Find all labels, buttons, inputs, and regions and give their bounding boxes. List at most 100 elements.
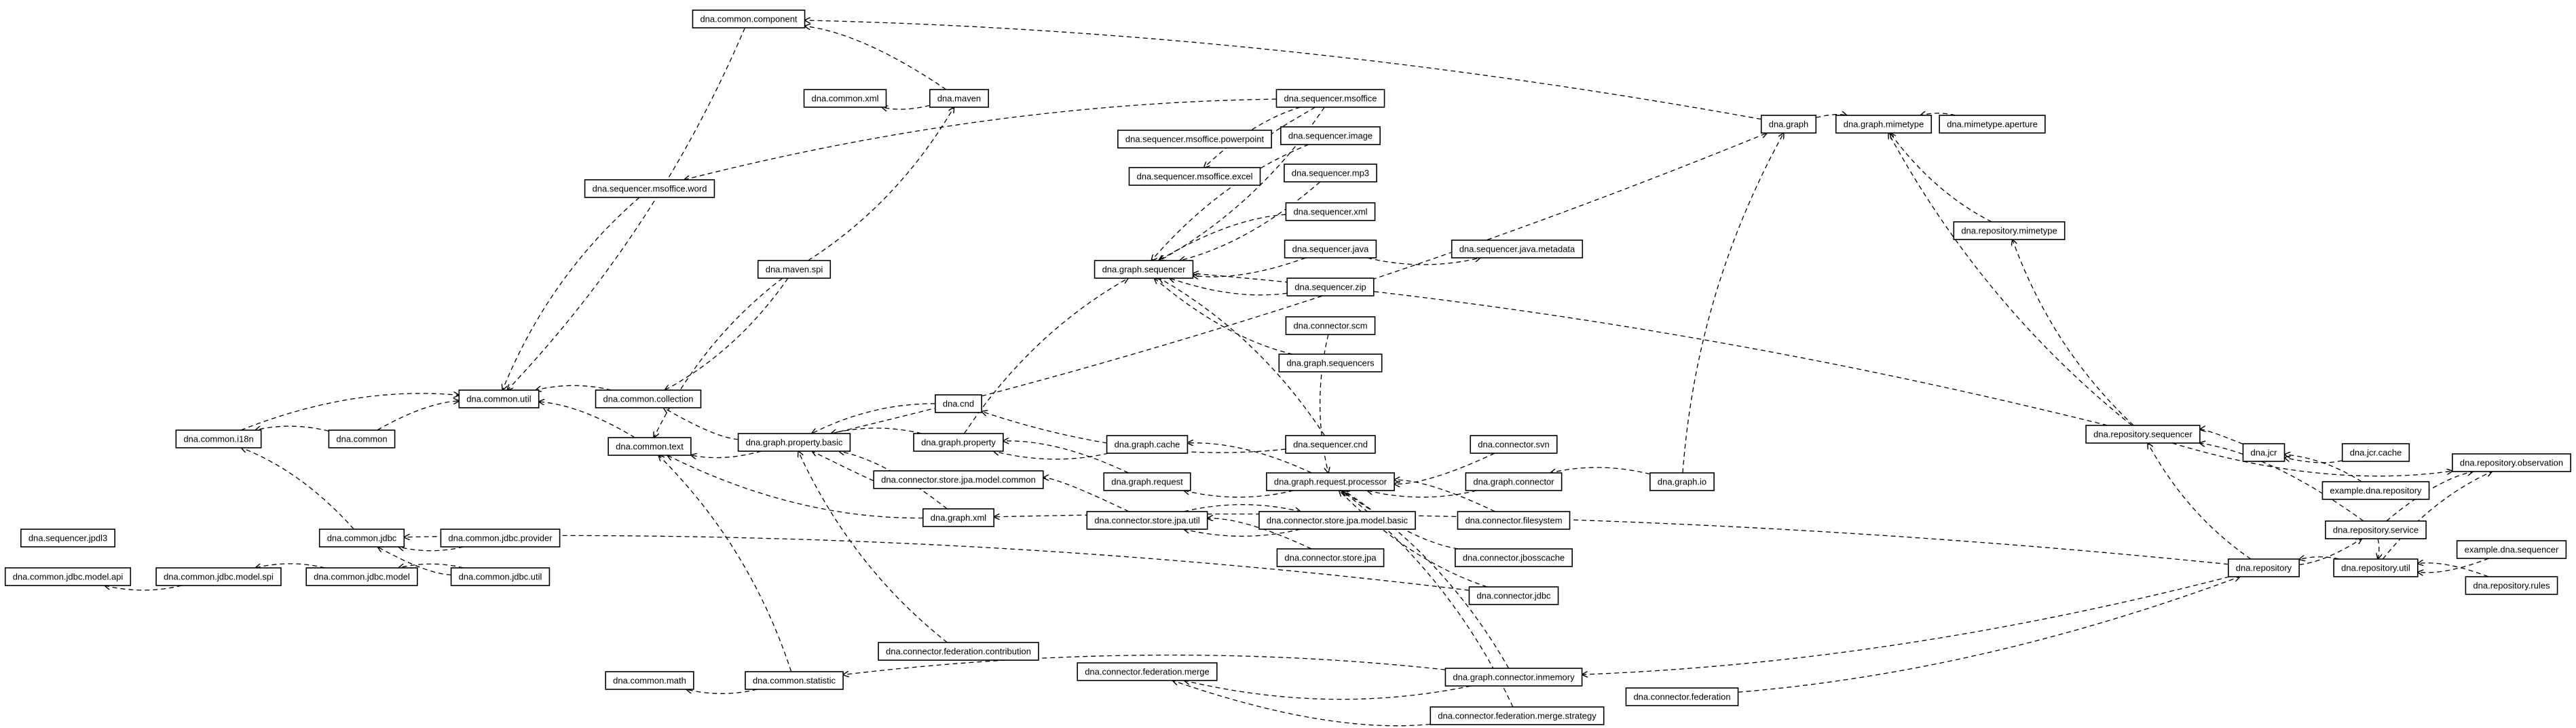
dependency-edge	[1367, 491, 1477, 498]
dependency-edge	[691, 451, 762, 458]
dependency-edge-group	[1159, 278, 1326, 436]
package-node: dna.common.math	[605, 671, 694, 690]
dependency-edge	[805, 20, 1761, 120]
package-node: dna.sequencer.zip	[1286, 277, 1375, 296]
dependency-edge-group	[2382, 472, 2492, 560]
dependency-edge-group	[1184, 681, 1472, 700]
package-node-label: dna.repository	[2236, 563, 2292, 573]
dependency-edge	[664, 408, 739, 440]
package-node-box	[1285, 435, 1376, 454]
package-node-label: dna.common.collection	[603, 394, 694, 404]
dependency-edge	[105, 586, 182, 591]
dependency-edge-group	[964, 278, 1129, 434]
package-node-label: dna.connector.jbosscache	[1463, 553, 1565, 563]
package-node-label: example.dna.repository	[2330, 486, 2422, 496]
dependency-edge	[686, 689, 758, 694]
package-node-box	[1649, 472, 1715, 491]
dependency-edge	[377, 547, 451, 575]
package-node-box	[1278, 353, 1383, 372]
dependency-edge-group	[808, 107, 954, 261]
dependency-edge	[2200, 429, 2243, 445]
dependency-edge	[1344, 491, 1510, 669]
package-node: dna.connector.federation.contribution	[878, 642, 1039, 661]
package-node-box	[1444, 668, 1583, 687]
package-node-label: dna.common.jdbc	[327, 533, 397, 543]
dependency-edge-group	[1320, 334, 1328, 473]
package-node-label: dna.connector.federation	[1633, 692, 1730, 702]
package-node-box	[1103, 472, 1191, 491]
package-node: dna.connector.filesystem	[1457, 511, 1571, 530]
dependency-edge-group	[843, 654, 1446, 675]
dependency-edge	[1888, 133, 2133, 426]
dependency-edge	[2013, 240, 2134, 426]
package-node: dna.maven.spi	[757, 260, 832, 279]
package-node-box	[922, 508, 994, 527]
dependency-edge	[398, 563, 464, 568]
package-node: dna.connector.store.jpa	[1276, 548, 1385, 567]
dependency-edge-group	[882, 104, 930, 109]
package-node-label: dna.sequencer.jpdl3	[29, 533, 107, 543]
dependency-edge-group	[1682, 133, 1784, 474]
dependency-edge	[1193, 257, 1306, 277]
dependency-edge-group	[654, 277, 783, 438]
package-node-box	[1280, 126, 1381, 145]
dependency-edge-group	[1344, 491, 1510, 669]
package-node-label: dna.sequencer.xml	[1293, 207, 1367, 217]
package-node: dna.graph.connector	[1465, 472, 1563, 491]
dependency-edge-group	[2285, 457, 2342, 463]
dependency-edge	[882, 104, 930, 109]
dependency-edge-group	[1043, 478, 1130, 512]
package-node: dna.repository.rules	[2465, 576, 2558, 595]
dependency-edge	[665, 277, 789, 390]
dependency-edge	[964, 278, 1129, 434]
package-node: dna.graph.request.processor	[1266, 472, 1395, 491]
package-node: dna.connector.federation.merge	[1077, 662, 1218, 681]
dependency-edge-group	[1184, 529, 1301, 537]
package-node: dna.graph.cache	[1106, 435, 1189, 454]
dependency-edge-group	[2386, 472, 2473, 522]
dependency-edge	[1342, 491, 1514, 708]
package-node-label: dna.common.math	[613, 676, 686, 686]
package-node-box	[1106, 435, 1189, 454]
package-node: dna.graph.connector.inmemory	[1444, 668, 1583, 687]
package-node-box	[1094, 260, 1194, 279]
package-node-label: dna.mimetype.aperture	[1947, 119, 2038, 130]
dependency-edge	[2285, 455, 2362, 482]
package-node-label: dna.graph	[1769, 119, 1809, 130]
package-node-label: dna.connector.scm	[1293, 321, 1367, 331]
dependency-edge-group	[2285, 455, 2362, 482]
package-node-label: dna.sequencer.zip	[1294, 282, 1366, 292]
dependency-edge-group	[812, 451, 874, 482]
package-node: dna.maven	[929, 89, 989, 108]
dependency-edge	[404, 535, 1470, 591]
package-node: dna.graph	[1760, 115, 1817, 134]
package-node: dna.graph.property	[913, 433, 1004, 452]
package-node: dna.graph.sequencers	[1278, 353, 1383, 372]
package-node-label: dna.connector.store.jpa.model.common	[881, 475, 1036, 485]
dependency-edge-group	[404, 535, 1470, 591]
package-node: dna.graph.mimetype	[1835, 115, 1933, 134]
dependency-edge-group	[1394, 453, 1495, 484]
package-node: dna.sequencer.msoffice.word	[584, 179, 715, 198]
dependency-edge-group	[1003, 441, 1129, 474]
dependency-edge-group	[240, 394, 460, 431]
package-node-box	[1266, 472, 1395, 491]
package-node-label: dna.repository.sequencer	[2093, 429, 2192, 440]
package-node-label: dna.graph.cache	[1115, 440, 1180, 450]
dependency-edge	[2200, 443, 2364, 522]
package-node-box	[595, 389, 702, 408]
dependency-edge	[1003, 441, 1129, 474]
package-node-label: dna.connector.store.jpa.util	[1094, 516, 1199, 526]
package-node-box	[450, 567, 550, 586]
package-node-box	[1835, 115, 1933, 134]
package-node-box	[2228, 558, 2300, 577]
package-node: dna.connector.jbosscache	[1455, 548, 1573, 567]
dependency-edge-group	[805, 20, 1761, 120]
package-node: dna.sequencer.msoffice.excel	[1128, 167, 1261, 186]
package-node-box	[745, 671, 844, 690]
package-node-box	[2321, 481, 2430, 500]
package-node-box	[155, 567, 282, 586]
package-node-label: dna.common.jdbc.util	[459, 572, 542, 582]
dependency-edge	[1582, 576, 2230, 674]
